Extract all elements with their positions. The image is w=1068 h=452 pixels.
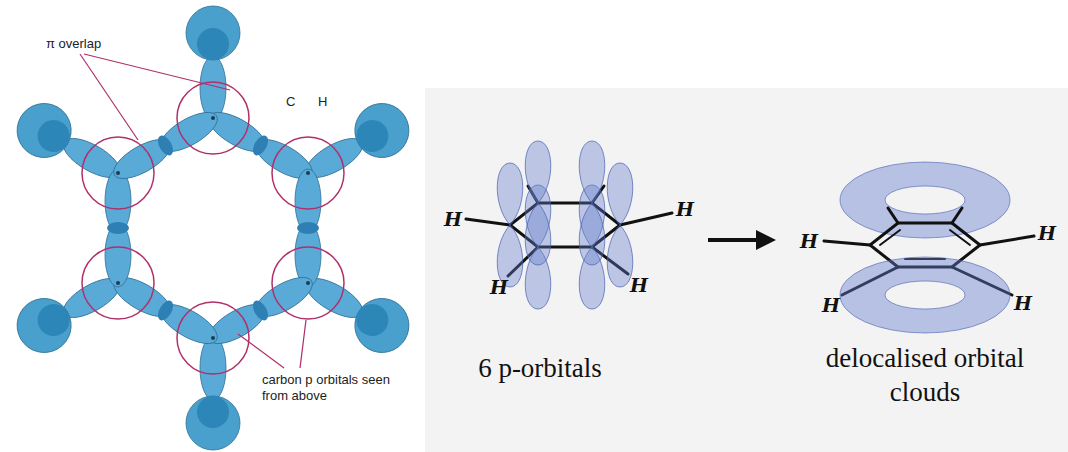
atom-label: H [490, 278, 508, 297]
callout-label: carbon p orbitals seen from above [262, 372, 392, 403]
caption-text: 6 p-orbitals [478, 352, 602, 386]
sigma-framework [7, 6, 419, 450]
atom-label: H [318, 94, 327, 110]
reaction-arrow [708, 230, 776, 250]
atom-label: H [1014, 294, 1032, 313]
atom-label: H [676, 200, 694, 219]
atom-label: H [444, 210, 462, 229]
p-orbital-circles [82, 82, 344, 374]
carbon-dots [116, 116, 310, 340]
atom-label: H [1038, 224, 1056, 243]
top-cloud [840, 162, 1010, 238]
leader-lines [80, 54, 306, 368]
atom-label: H [800, 232, 818, 251]
atom-label: H [630, 276, 648, 295]
p-orbital-lobes [497, 141, 633, 309]
bottom-cloud [840, 257, 1010, 333]
panel-ground [425, 88, 1068, 452]
atom-label: C [286, 94, 295, 110]
atom-label: H [822, 296, 840, 315]
callout-label: π overlap [46, 36, 101, 52]
caption-text: delocalised orbital clouds [825, 342, 1025, 410]
